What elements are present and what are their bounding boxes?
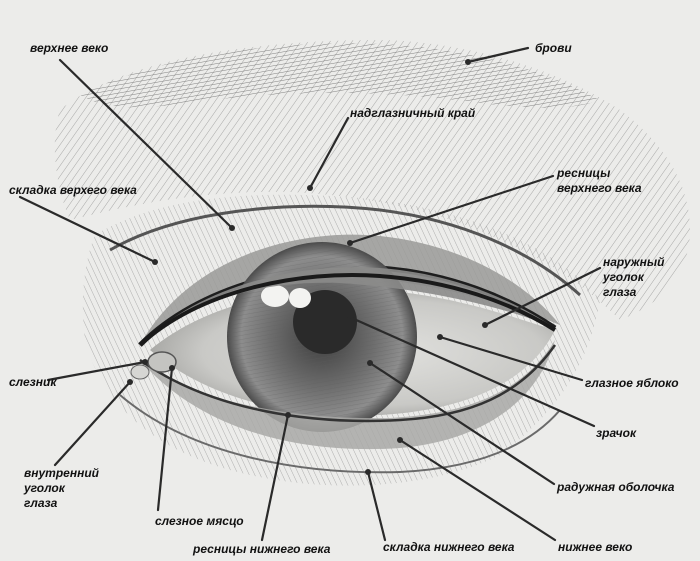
leader-lower-eyelid: [398, 438, 557, 542]
leader-eyeball: [438, 335, 584, 382]
eye-highlight: [261, 285, 289, 307]
brow-hair-band: [80, 43, 600, 108]
leader-pupil: [343, 313, 596, 428]
leader-inner-corner: [53, 380, 132, 467]
lower-lash-line: [139, 344, 557, 423]
leader-upper-lid-fold: [18, 195, 157, 264]
leader-lacrimal-lake: [46, 360, 147, 382]
label-lower-lashes: ресницы нижнего века: [193, 542, 331, 556]
label-upper-lid-fold: складка верхего века: [9, 183, 137, 197]
label-inner-corner: внутренний уголок глаза: [24, 466, 99, 510]
label-brows: брови: [535, 41, 572, 55]
leader-brows: [466, 46, 530, 64]
lower-lid-fold-line: [119, 394, 561, 474]
leader-lower-lashes: [260, 413, 290, 542]
label-pupil: зрачок: [596, 426, 637, 440]
leader-lower-lid-fold: [366, 470, 387, 542]
leader-outer-corner: [483, 266, 602, 327]
label-lacrimal-caruncle: слезное мясцо: [155, 514, 244, 528]
label-eyeball: глазное яблоко: [585, 376, 679, 390]
leader-supraorbital-edge: [308, 116, 350, 190]
upper-lid-fold-line: [109, 204, 582, 297]
label-lower-lid-fold: складка нижнего века: [383, 540, 515, 554]
leader-iris: [368, 361, 556, 486]
label-lower-eyelid: нижнее веко: [558, 540, 633, 554]
pupil-shape: [293, 290, 357, 354]
label-outer-corner: наружный уголок глаза: [603, 255, 665, 299]
eye-highlight: [289, 288, 311, 308]
leader-upper-lashes: [348, 174, 555, 245]
leader-lacrimal-caruncle: [156, 366, 174, 512]
leader-upper-eyelid: [58, 58, 234, 230]
label-lacrimal-lake: слезник: [9, 375, 57, 389]
lower-lid-shape: [140, 340, 555, 450]
label-supraorbital-edge: надглазничный край: [350, 106, 476, 120]
label-upper-lashes: ресницы верхнего века: [557, 166, 642, 195]
label-iris: радужная оболочка: [557, 480, 675, 494]
label-upper-eyelid: верхнее веко: [30, 41, 109, 55]
upper-lid-shape: [140, 234, 560, 345]
